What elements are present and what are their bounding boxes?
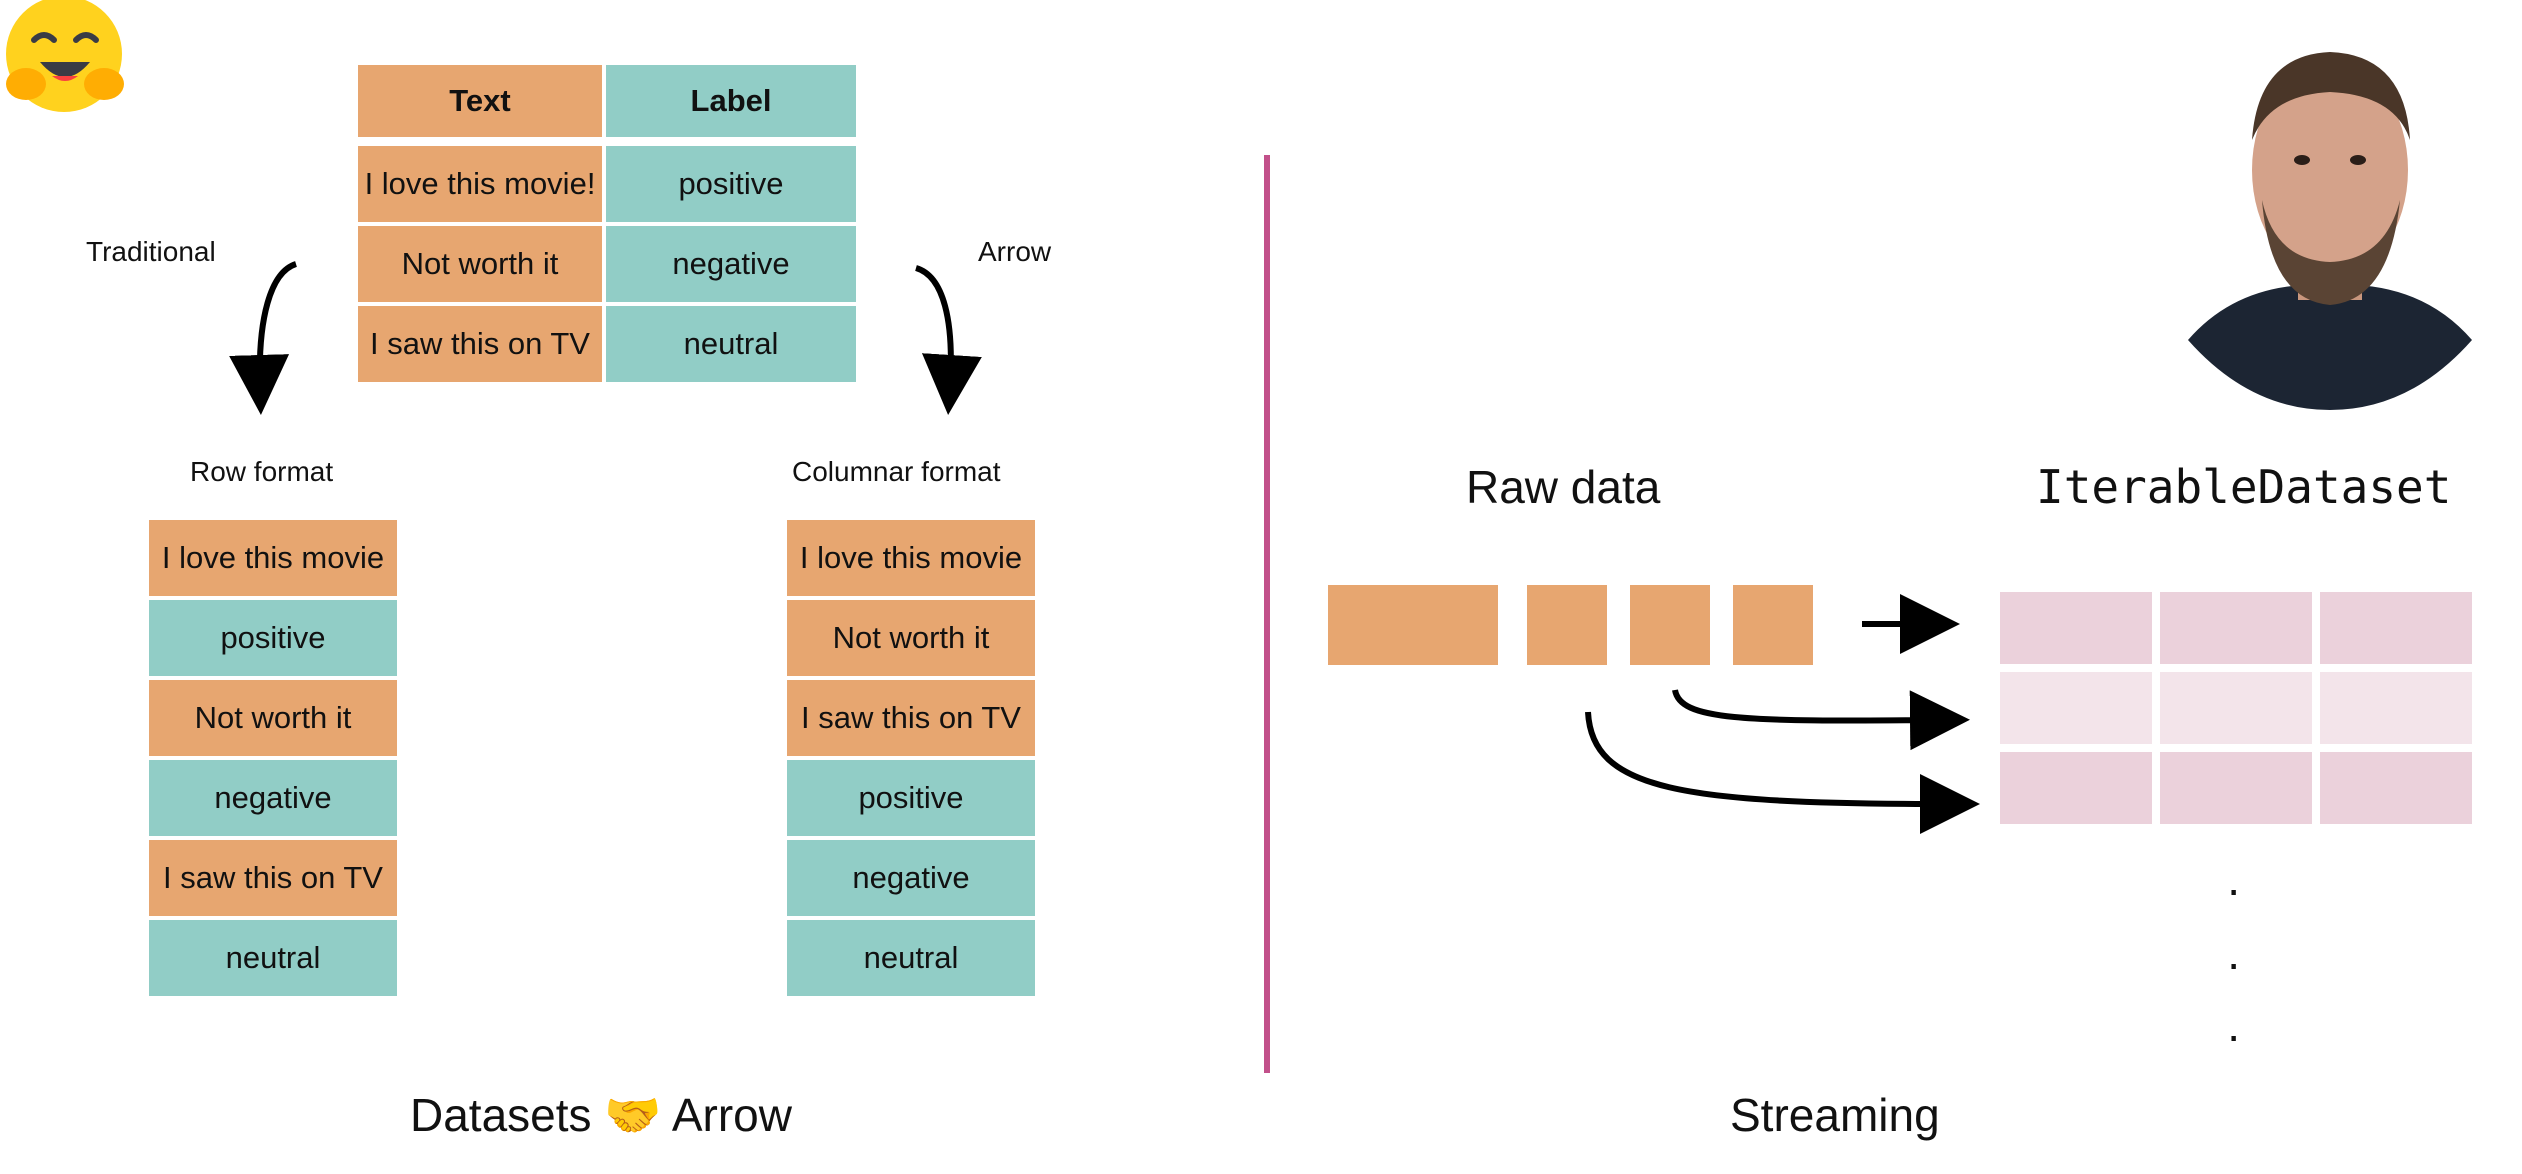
ellipsis-dot: · — [2226, 1009, 2242, 1061]
raw-data-block — [1733, 585, 1813, 665]
iterable-dataset-label: IterableDataset — [2036, 460, 2452, 514]
columnar-format-cell: I saw this on TV — [787, 680, 1035, 756]
grid-cell — [2320, 672, 2472, 744]
ellipsis-dot: · — [2226, 863, 2242, 915]
columnar-arrow-icon — [914, 265, 982, 415]
raw-data-label: Raw data — [1466, 461, 1661, 513]
table-cell: positive — [606, 146, 856, 222]
row-format-title: Row format — [190, 456, 334, 487]
table-cell: negative — [606, 226, 856, 302]
traditional-label: Traditional — [86, 236, 216, 267]
raw-data-block — [1527, 585, 1607, 665]
header-label: Label — [606, 65, 856, 137]
stream-arrow-3-icon — [1585, 711, 1980, 834]
grid-cell — [2000, 752, 2152, 824]
raw-data-block — [1328, 585, 1498, 665]
raw-data-block — [1630, 585, 1710, 665]
columnar-format-cell: Not worth it — [787, 600, 1035, 676]
row-format-cell: neutral — [149, 920, 397, 996]
grid-cell — [2320, 592, 2472, 664]
grid-cell — [2160, 672, 2312, 744]
grid-cell — [2160, 592, 2312, 664]
streaming-caption: Streaming — [1730, 1089, 1940, 1141]
datasets-arrow-caption: Datasets 🤝 Arrow — [410, 1089, 792, 1141]
stream-arrow-2-icon — [1672, 689, 1970, 751]
presenter-portrait-icon — [2188, 52, 2472, 410]
columnar-format-cell: I love this movie — [787, 520, 1035, 596]
header-text: Text — [358, 65, 602, 137]
table-cell: I love this movie! — [358, 146, 602, 222]
table-cell: I saw this on TV — [358, 306, 602, 382]
hugging-face-logo-icon — [6, 0, 124, 112]
row-format-cell: I love this movie — [149, 520, 397, 596]
row-format-cell: negative — [149, 760, 397, 836]
ellipsis-dot: · — [2226, 937, 2242, 989]
grid-cell — [2320, 752, 2472, 824]
grid-cell — [2000, 592, 2152, 664]
columnar-format-cell: negative — [787, 840, 1035, 916]
grid-cell — [2160, 752, 2312, 824]
traditional-arrow-icon — [229, 261, 298, 415]
row-format-cell: positive — [149, 600, 397, 676]
row-format-cell: I saw this on TV — [149, 840, 397, 916]
columnar-format-cell: positive — [787, 760, 1035, 836]
curved-arrows — [229, 261, 982, 415]
row-format-cell: Not worth it — [149, 680, 397, 756]
grid-cell — [2000, 672, 2152, 744]
table-cell: neutral — [606, 306, 856, 382]
columnar-format-cell: neutral — [787, 920, 1035, 996]
columnar-format-title: Columnar format — [792, 456, 1001, 487]
table-cell: Not worth it — [358, 226, 602, 302]
section-divider — [1264, 155, 1270, 1073]
arrow-label: Arrow — [978, 236, 1052, 267]
